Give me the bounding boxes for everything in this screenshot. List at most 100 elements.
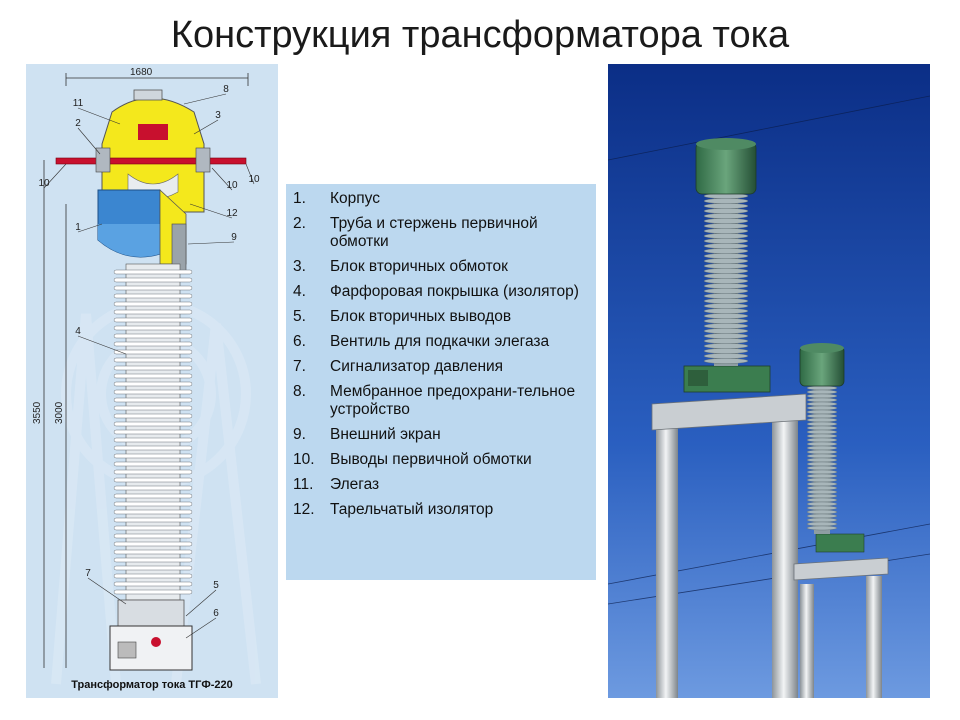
insulator-shed <box>113 485 193 491</box>
legend-item: 8. Мембранное предохрани-тельное устройст… <box>286 383 596 419</box>
legend-item-number: 12. <box>293 501 315 518</box>
legend-item-number: 10. <box>293 451 315 468</box>
insulator-shed <box>113 293 193 299</box>
small-insulator-shed <box>806 501 838 507</box>
small-insulator-shed <box>806 493 838 499</box>
insulator-shed <box>113 453 193 459</box>
large-insulator-shed <box>703 233 749 239</box>
small-insulator-shed <box>806 433 838 439</box>
large-insulator-shed <box>703 253 749 259</box>
legend-item-text: Вентиль для подкачки элегаза <box>330 333 550 350</box>
callout-leader-line <box>193 119 219 135</box>
large-insulator-shed <box>703 228 749 234</box>
insulator-shed <box>113 333 193 339</box>
callout-leader-line <box>185 589 217 617</box>
insulator-shed <box>113 517 193 523</box>
insulator-shed <box>113 469 193 475</box>
callout-number: 10 <box>248 174 260 185</box>
legend-item-text: Труба и стержень первичной обмотки <box>330 215 538 250</box>
small-insulator-shed <box>806 469 838 475</box>
legend-item-text: Сигнализатор давления <box>330 358 504 375</box>
large-insulator-shed <box>703 323 749 329</box>
slide-title: Конструкция трансформатора тока <box>170 14 790 56</box>
small-insulator-shed <box>806 513 838 519</box>
legend-item-text: Блок вторичных обмоток <box>330 258 508 275</box>
large-insulator-shed <box>703 313 749 319</box>
legend-item-number: 3. <box>293 258 306 275</box>
insulator-shed <box>113 573 193 579</box>
callout-number: 8 <box>223 84 229 95</box>
insulator-shed <box>113 421 193 427</box>
width-label: 1680 <box>130 67 153 78</box>
large-insulator-shed <box>703 328 749 334</box>
callout-leader-line <box>189 203 233 219</box>
small-insulator-shed <box>806 421 838 427</box>
large-insulator-shed <box>703 333 749 339</box>
small-insulator-shed <box>806 461 838 467</box>
large-insulator-shed <box>703 268 749 274</box>
legend-item-number: 9. <box>293 426 306 443</box>
large-insulator-shed <box>703 298 749 304</box>
insulator-shed <box>113 581 193 587</box>
small-insulator-shed <box>806 425 838 431</box>
callout-number: 3 <box>215 110 221 121</box>
legend-item-text: Мембранное предохрани-тельное устройство <box>330 383 576 418</box>
large-insulator-shed <box>703 218 749 224</box>
small-insulator-shed <box>806 409 838 415</box>
small-insulator-shed <box>806 453 838 459</box>
large-insulator-shed <box>703 343 749 349</box>
insulator-shed <box>113 269 193 275</box>
large-insulator-shed <box>703 278 749 284</box>
large-insulator-shed <box>703 348 749 354</box>
large-insulator-shed <box>703 288 749 294</box>
callout-number: 9 <box>231 232 237 243</box>
legend-item: 6. Вентиль для подкачки элегаза <box>286 333 596 351</box>
small-insulator-shed <box>806 481 838 487</box>
insulator-shed <box>113 565 193 571</box>
legend-item-number: 4. <box>293 283 306 300</box>
cross-section-diagram: 1680 3550 3000 <box>26 64 278 698</box>
callout-number: 5 <box>213 580 219 591</box>
insulator-shed <box>113 349 193 355</box>
large-transformer <box>651 138 807 698</box>
small-insulator-shed <box>806 397 838 403</box>
insulator-height-label: 3000 <box>54 401 65 424</box>
callout-number: 10 <box>226 180 238 191</box>
callout-leader-line <box>185 617 217 639</box>
small-insulator-shed <box>806 445 838 451</box>
insulator-shed <box>113 477 193 483</box>
small-insulator-shed <box>806 473 838 479</box>
insulator-shed <box>113 549 193 555</box>
large-insulator-shed <box>703 308 749 314</box>
small-insulator-shed <box>806 389 838 395</box>
insulator-shed <box>113 533 193 539</box>
diagram-svg: 1680 3550 3000 <box>32 67 261 691</box>
large-insulator-shed <box>703 318 749 324</box>
large-insulator-shed <box>703 353 749 359</box>
legend-item-number: 1. <box>293 190 306 207</box>
callout-leader-line <box>187 241 235 245</box>
large-insulator-shed <box>703 198 749 204</box>
small-insulator-shed <box>806 385 838 391</box>
callout-leader-line <box>77 107 121 125</box>
small-insulator-shed <box>806 413 838 419</box>
insulator-shed <box>113 541 193 547</box>
callout-number: 4 <box>75 326 81 337</box>
legend-item-number: 6. <box>293 333 306 350</box>
insulator-shed <box>113 437 193 443</box>
large-insulator-shed <box>703 258 749 264</box>
small-insulator-shed <box>806 437 838 443</box>
large-insulator-shed <box>703 293 749 299</box>
legend-item-number: 8. <box>293 383 306 400</box>
small-insulator-shed <box>806 449 838 455</box>
large-insulator-shed <box>703 263 749 269</box>
base-unit <box>109 599 193 671</box>
insulator-shed <box>113 325 193 331</box>
small-insulator-shed <box>806 457 838 463</box>
legend-item: 2.Труба и стержень первичной обмотки <box>286 215 596 251</box>
legend-item-number: 11. <box>293 476 314 493</box>
callout-number: 12 <box>226 208 238 219</box>
legend-item-text: Выводы первичной обмотки <box>330 451 532 468</box>
diagram-caption: Трансформатор тока ТГФ-220 <box>71 679 233 691</box>
